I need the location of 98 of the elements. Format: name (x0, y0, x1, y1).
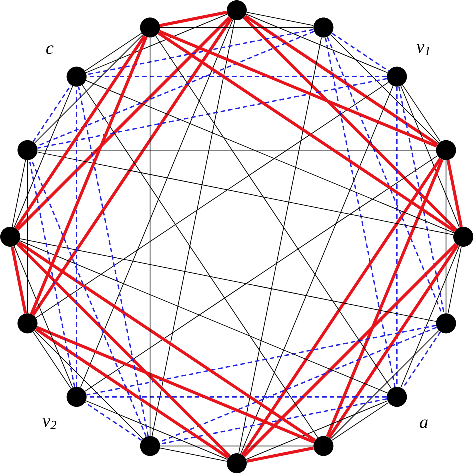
edge-line (246, 14, 388, 74)
edge-line (14, 35, 146, 230)
edge-line (243, 16, 458, 231)
vertex-dot (436, 314, 456, 334)
vertex-dot (314, 18, 334, 38)
edge-line (80, 20, 234, 388)
edge-line (82, 84, 318, 438)
edge-line (446, 160, 463, 228)
edge-line (38, 150, 436, 151)
vertex-dot (227, 454, 247, 474)
vertex-dot (66, 387, 87, 408)
edge-line (86, 14, 228, 74)
vertex-dot (18, 140, 38, 160)
edge-line (246, 400, 388, 460)
edge-line (84, 402, 142, 442)
edge-line (34, 330, 144, 440)
edge-line (34, 34, 144, 144)
edge-line (11, 246, 28, 314)
edge-line (87, 396, 387, 398)
edge-line (325, 38, 396, 388)
edge-line (36, 31, 314, 148)
edge-line (31, 160, 148, 438)
edge-line (29, 160, 76, 388)
edge-line (86, 325, 436, 396)
edge-line (328, 244, 460, 439)
edge-line (160, 27, 314, 28)
vertex-dot (140, 436, 160, 456)
edge-line (160, 11, 228, 28)
edge-line (330, 330, 440, 440)
edge-line (330, 34, 440, 144)
edge-line (158, 32, 456, 233)
edge-line (14, 86, 74, 228)
edge-line (244, 14, 439, 146)
vertex-dot (454, 227, 474, 247)
edge-line (150, 38, 151, 436)
edge-line (36, 326, 315, 444)
edge-line (36, 82, 390, 318)
edge-line (35, 328, 230, 460)
vertex-label: v$_{1}$ (416, 44, 430, 56)
edge-line (400, 86, 460, 228)
edge-line (14, 246, 74, 388)
edge-line (446, 160, 447, 314)
edge-line (240, 86, 394, 454)
vertex-dot (387, 387, 408, 408)
edge-line (332, 402, 390, 441)
edge-line (241, 158, 442, 456)
edge-line (86, 29, 314, 76)
edge-line (32, 18, 233, 316)
edge-line (396, 87, 398, 387)
edge-line (20, 238, 437, 322)
edge-line (84, 33, 142, 72)
edge-line (30, 36, 148, 315)
edge-line (152, 20, 236, 437)
vertex-dot (140, 18, 160, 38)
edge-line (86, 400, 228, 460)
edge-line (326, 159, 444, 438)
edge-line (246, 12, 314, 26)
vertex-label: v$_{2}$ (42, 418, 57, 430)
edge-line (20, 240, 388, 394)
edge-line (32, 84, 72, 142)
vertex-dot (436, 140, 456, 160)
vertex-dot (227, 0, 247, 20)
vertex-dot (18, 314, 38, 334)
edge-line (27, 160, 28, 314)
edge-line (33, 332, 72, 390)
edge-line (402, 332, 442, 390)
edge-line (78, 86, 149, 436)
edge-line (86, 80, 454, 234)
edge-line (238, 37, 322, 454)
edge-line (12, 160, 26, 228)
vertex-dot (66, 66, 87, 87)
vertex-dot (0, 227, 20, 247)
vertex-dot (387, 66, 408, 87)
edge-line (156, 36, 392, 390)
edge-line (160, 398, 388, 445)
edge-line (16, 243, 231, 458)
edge-line (16, 16, 231, 231)
edge-line (448, 246, 462, 314)
edge-line (76, 87, 78, 387)
edge-line (402, 84, 441, 142)
edge-line (326, 36, 443, 315)
edge-line (243, 243, 458, 458)
edge-line (398, 86, 445, 314)
edge-line (332, 32, 390, 72)
edge-line (160, 326, 438, 443)
edge-line (38, 78, 388, 149)
edge-line (400, 246, 460, 388)
edge-line (84, 156, 438, 392)
edge-line (18, 241, 316, 442)
edge-line (160, 448, 228, 462)
edge-line (246, 446, 314, 463)
vertex-label: a (420, 420, 428, 428)
edge-line (87, 76, 387, 78)
vertex-dot (314, 436, 334, 456)
vertex-label: c (46, 46, 54, 54)
edge-line (160, 446, 314, 447)
edge-line (159, 30, 438, 148)
edge-line (37, 152, 454, 236)
